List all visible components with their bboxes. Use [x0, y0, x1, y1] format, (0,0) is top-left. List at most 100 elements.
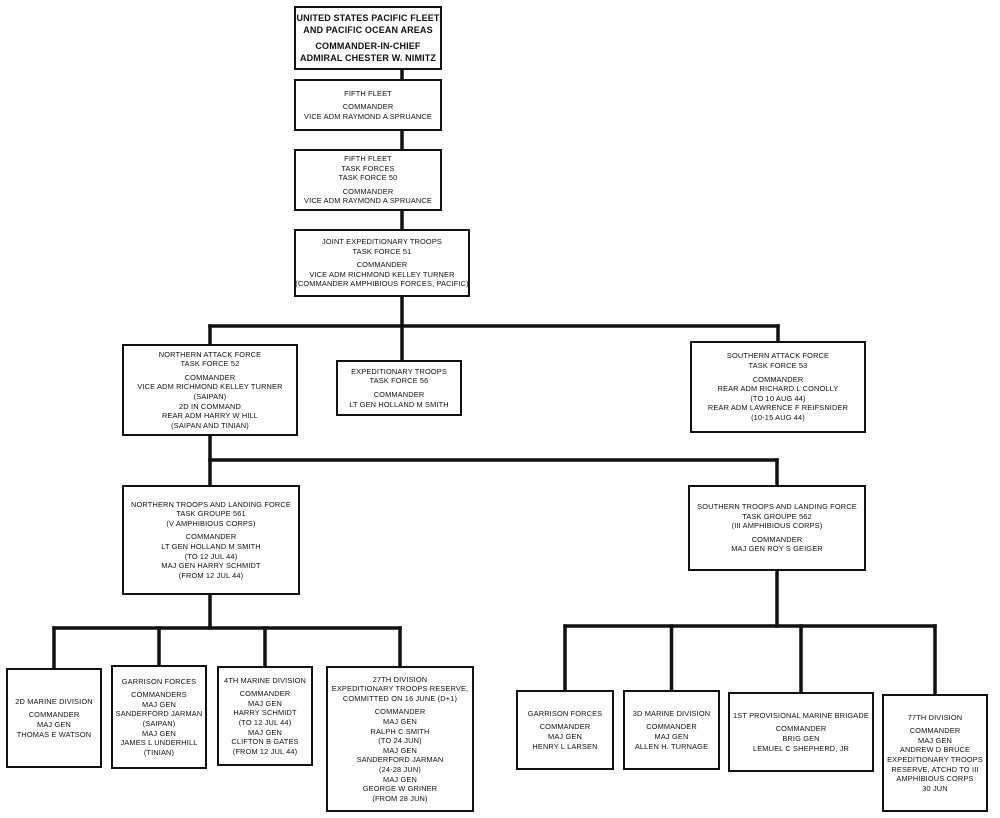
node-text-line: REAR ADM RICHARD L CONOLLY — [717, 384, 839, 394]
node-text-line: MAJ GEN — [383, 745, 417, 755]
node-text-line: COMMANDER — [646, 722, 697, 732]
node-text-line: MAJ GEN — [248, 698, 282, 708]
node-text-line: (FROM 12 JUL 44) — [232, 746, 298, 756]
node-text-line: GEORGE W GRINER — [362, 784, 438, 794]
node-text-line: COMMANDER — [356, 260, 408, 270]
node-text-line: FIFTH FLEET — [344, 88, 392, 98]
node-text-line: (FROM 12 JUL 44) — [178, 570, 244, 580]
node-text-line: COMMANDER — [374, 707, 426, 717]
node-text-line: COMMANDER — [184, 372, 236, 382]
node-text-line: JOINT EXPEDITIONARY TROOPS — [322, 237, 442, 247]
node-text-line: HARRY SCHMIDT — [233, 708, 297, 718]
node-text-line: (TO 10 AUG 44) — [750, 393, 806, 403]
node-text-line: MAJ GEN — [548, 732, 582, 741]
node-text-line: MAJ GEN — [142, 728, 176, 738]
node-text-line: SANDERFORD JARMAN — [115, 709, 203, 719]
node-text-line: MAJ GEN — [383, 717, 417, 727]
node-text-line: MAJ GEN HARRY SCHMIDT — [161, 561, 261, 571]
node-text-line: BRIG GEN — [782, 734, 820, 743]
node-text-line: TASK FORCES — [341, 163, 395, 173]
node-text-line: (TO 12 JUL 44) — [184, 551, 238, 561]
node-text-line: UNITED STATES PACIFIC FLEET — [296, 13, 440, 23]
node-text-line: COMMANDER — [28, 710, 80, 720]
node-text-line: JAMES L UNDERHILL — [120, 738, 198, 748]
node-text-line: MAJ GEN ROY S GEIGER — [731, 544, 823, 554]
node-text-line: LT GEN HOLLAND M SMITH — [161, 542, 261, 551]
node-text-line: ALLEN H. TURNAGE — [634, 741, 709, 751]
node-text-line: COMMANDER — [751, 534, 803, 544]
node-text-line: REAR ADM HARRY W HILL — [161, 411, 259, 421]
node-text-line: VICE ADM RICHMOND KELLEY TURNER — [309, 269, 455, 279]
node-text-line: 30 JUN — [922, 783, 948, 793]
node-text-line: SOUTHERN TROOPS AND LANDING FORCE — [697, 502, 857, 512]
node-text-line: 4th MARINE DIVISION — [223, 675, 307, 685]
node-text-line: EXPEDITIONARY TROOPS RESERVE, — [331, 684, 469, 694]
node-text-line: TASK FORCE 53 — [748, 361, 808, 371]
node-text-line: COMMANDER — [239, 689, 291, 699]
node-text-line: NORTHERN ATTACK FORCE — [158, 349, 262, 359]
node-text-line: COMMANDER — [539, 722, 591, 732]
node-text-line: TASK FORCE 50 — [338, 173, 398, 183]
node-text-line: TASK GROUPE 562 — [742, 511, 812, 521]
node-text-line: (TO 12 JUL 44) — [238, 718, 292, 727]
node-text-line: MAJ GEN — [248, 727, 282, 737]
node-text-line: VICE ADM RAYMOND A SPRUANCE — [304, 196, 432, 206]
node-text-line: 2d IN COMMAND — [179, 401, 241, 411]
node-text-line: EXPEDITIONARY TROOPS — [351, 366, 447, 376]
node-text-line: GARRISON FORCES — [121, 676, 197, 686]
node-text-line: (FROM 28 JUN) — [372, 793, 428, 803]
node-text-line: MAJ GEN — [383, 774, 417, 784]
node-text-line: 27th DIVISION — [372, 674, 428, 684]
node-text-line: RALPH C SMITH — [370, 726, 430, 736]
node-text-line: COMMANDER — [775, 724, 827, 734]
node-1st-provisional-marine-brigade: 1st PROVISIONAL MARINE BRIGADE COMMANDERB… — [728, 692, 874, 772]
node-text-line: (10-15 AUG 44) — [751, 412, 805, 422]
node-text-line: LEMUEL C SHEPHERD, JR — [752, 743, 850, 753]
node-cincpac: UNITED STATES PACIFIC FLEET AND PACIFIC O… — [294, 6, 442, 70]
node-text-line: ANDREW D BRUCE — [899, 745, 971, 755]
node-text-line: TASK FORCE 56 — [369, 376, 429, 386]
node-text-line: AND PACIFIC OCEAN AREAS — [303, 25, 433, 35]
node-text-line: (TO 24 JUN) — [378, 736, 422, 746]
node-text-line: HENRY L LARSEN — [532, 741, 598, 751]
node-text-line: AMPHIBIOUS CORPS — [896, 774, 974, 784]
node-text-line: COMMANDERS — [131, 690, 187, 700]
node-text-line: RESERVE, ATCHD TO III — [891, 764, 979, 774]
node-text-line: COMMANDER — [342, 186, 394, 196]
node-text-line: ADMIRAL CHESTER W. NIMITZ — [299, 53, 437, 63]
node-text-line: CLIFTON B GATES — [231, 737, 299, 747]
node-text-line: SANDERFORD JARMAN — [356, 755, 444, 765]
node-text-line: LT GEN HOLLAND M SMITH — [349, 399, 449, 409]
node-text-line: COMMANDER-IN-CHIEF — [315, 41, 421, 51]
node-text-line: VICE ADM RAYMOND A SPRUANCE — [304, 111, 432, 121]
node-text-line: 1st PROVISIONAL MARINE BRIGADE — [733, 710, 869, 720]
node-text-line: (24-28 JUN) — [379, 764, 421, 774]
node-text-line: EXPEDITIONARY TROOPS — [887, 755, 983, 764]
node-text-line: MAJ GEN — [142, 699, 176, 709]
node-text-line: NORTHERN TROOPS AND LANDING FORCE — [131, 499, 291, 509]
node-text-line: COMMANDER — [342, 102, 394, 112]
node-text-line: COMMANDER — [373, 390, 425, 399]
node-text-line: COMMANDER — [185, 532, 237, 542]
node-text-line: COMMITTED ON 16 JUNE (D+1) — [342, 693, 458, 703]
node-text-line: 77th DIVISION — [907, 712, 963, 722]
node-text-line: TASK FORCE 51 — [352, 246, 412, 256]
node-text-line: FIFTH FLEET — [344, 154, 392, 164]
node-text-line: COMMANDER — [909, 726, 961, 736]
node-text-line: 3d MARINE DIVISION — [632, 708, 711, 718]
node-text-line: (III AMPHIBIOUS CORPS) — [731, 521, 823, 531]
